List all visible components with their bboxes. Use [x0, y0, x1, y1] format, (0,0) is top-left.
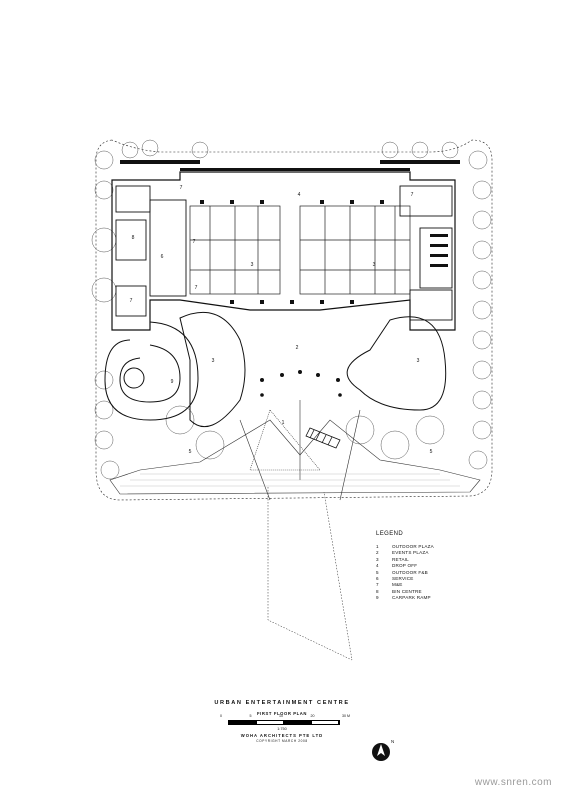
road-outline [267, 487, 353, 661]
escalator [305, 427, 341, 449]
drawing-title: URBAN ENTERTAINMENT CENTRE [214, 700, 350, 706]
label-retail-right: 3 [373, 262, 376, 268]
legend-item: 2 EVENTS PLAZA [376, 550, 526, 556]
legend-item: 5 OUTDOOR F&B [376, 570, 526, 576]
retail-pods [179, 311, 447, 428]
drawing-subtitle: FIRST FLOOR PLAN [256, 711, 308, 716]
label-outdoor-fb-left: 5 [189, 449, 192, 455]
legend-item-number: 1 [376, 544, 379, 549]
legend-item-label: DROP OFF [392, 563, 418, 569]
legend-item-number: 3 [376, 556, 379, 562]
label-me-5: 7 [411, 192, 414, 198]
toilet-blocks [430, 234, 448, 267]
plaza-columns [200, 200, 384, 397]
legend-item-label: RETAIL [392, 556, 409, 562]
retail-grid-right [299, 205, 411, 295]
legend-item-label: CARPARK RAMP [392, 595, 431, 601]
legend-item-number: 4 [376, 563, 379, 569]
legend-item: 4 DROP OFF [376, 563, 526, 569]
north-label: N [391, 739, 395, 744]
north-arrow-icon [372, 743, 390, 761]
legend-item-number: 6 [376, 576, 379, 582]
scale-bar [228, 720, 340, 725]
carpark-ramp [104, 321, 199, 421]
title-block: URBAN ENTERTAINMENT CENTRE FIRST FLOOR P… [150, 700, 414, 743]
watermark: www.snren.com [474, 777, 552, 788]
legend-list: 1 OUTDOOR PLAZA 2 EVENTS PLAZA 3 RETAIL 4 DROP … [376, 544, 526, 602]
legend-item: 8 BIN CENTRE [376, 589, 526, 595]
label-retail-left: 3 [251, 262, 254, 268]
retail-grid-left [189, 205, 281, 295]
label-drop-off: 4 [298, 192, 301, 198]
scale-tick-label: 10 [279, 714, 283, 718]
legend-item-label: SERVICE [392, 576, 414, 582]
label-outdoor-plaza: 1 [282, 420, 285, 426]
legend-item-label: OUTDOOR PLAZA [392, 544, 434, 549]
legend-item: 3 RETAIL [376, 557, 526, 563]
label-me-2: 7 [193, 239, 196, 245]
label-retail-pod-left: 3 [212, 358, 215, 364]
legend-item-number: 5 [376, 569, 379, 575]
firm-name: WOHA ARCHITECTS PTE LTD [240, 733, 324, 738]
legend: LEGEND 1 OUTDOOR PLAZA 2 EVENTS PLAZA 3 RETAI… [376, 531, 526, 602]
scale-tick-label: 30 M [342, 714, 350, 718]
scale-tick-label: 5 [249, 714, 252, 718]
legend-item-label: OUTDOOR F&B [392, 569, 428, 575]
label-bin-centre: 8 [132, 235, 135, 241]
service-cores [115, 185, 453, 321]
label-retail-pod-right: 3 [417, 358, 420, 364]
label-me-1: 7 [180, 185, 183, 191]
north-frontage [120, 160, 460, 171]
legend-item-label: M&E [392, 582, 403, 588]
scale-ratio: 1:750 [277, 727, 287, 731]
label-me-3: 7 [195, 285, 198, 291]
legend-title: LEGEND [376, 531, 404, 537]
scale-ticks: 0 5 10 20 30 M [220, 714, 350, 718]
legend-item-label: BIN CENTRE [392, 588, 422, 594]
legend-item-number: 2 [376, 550, 379, 556]
legend-item: 6 SERVICE [376, 576, 526, 582]
label-service: 6 [161, 254, 164, 260]
legend-item-number: 9 [376, 595, 379, 601]
trees [91, 139, 492, 480]
scale-tick-label: 20 [310, 714, 315, 718]
legend-item: 9 CARPARK RAMP [376, 595, 526, 601]
label-carpark-ramp: 9 [171, 379, 174, 385]
label-me-4: 7 [130, 298, 133, 304]
legend-item: 1 OUTDOOR PLAZA [376, 544, 526, 550]
scale-tick-label: 0 [220, 714, 222, 718]
paving-hatch [120, 473, 460, 487]
copyright: COPYRIGHT MARCH 2008 [256, 739, 308, 743]
legend-item-number: 7 [376, 582, 379, 588]
legend-item-number: 8 [376, 588, 379, 594]
label-events-plaza: 2 [296, 345, 299, 351]
outdoor-plaza-paving [109, 400, 481, 501]
building-outline [111, 171, 456, 331]
label-outdoor-fb-right: 5 [430, 449, 433, 455]
legend-item-label: EVENTS PLAZA [392, 550, 429, 556]
legend-item: 7 M&E [376, 582, 526, 588]
